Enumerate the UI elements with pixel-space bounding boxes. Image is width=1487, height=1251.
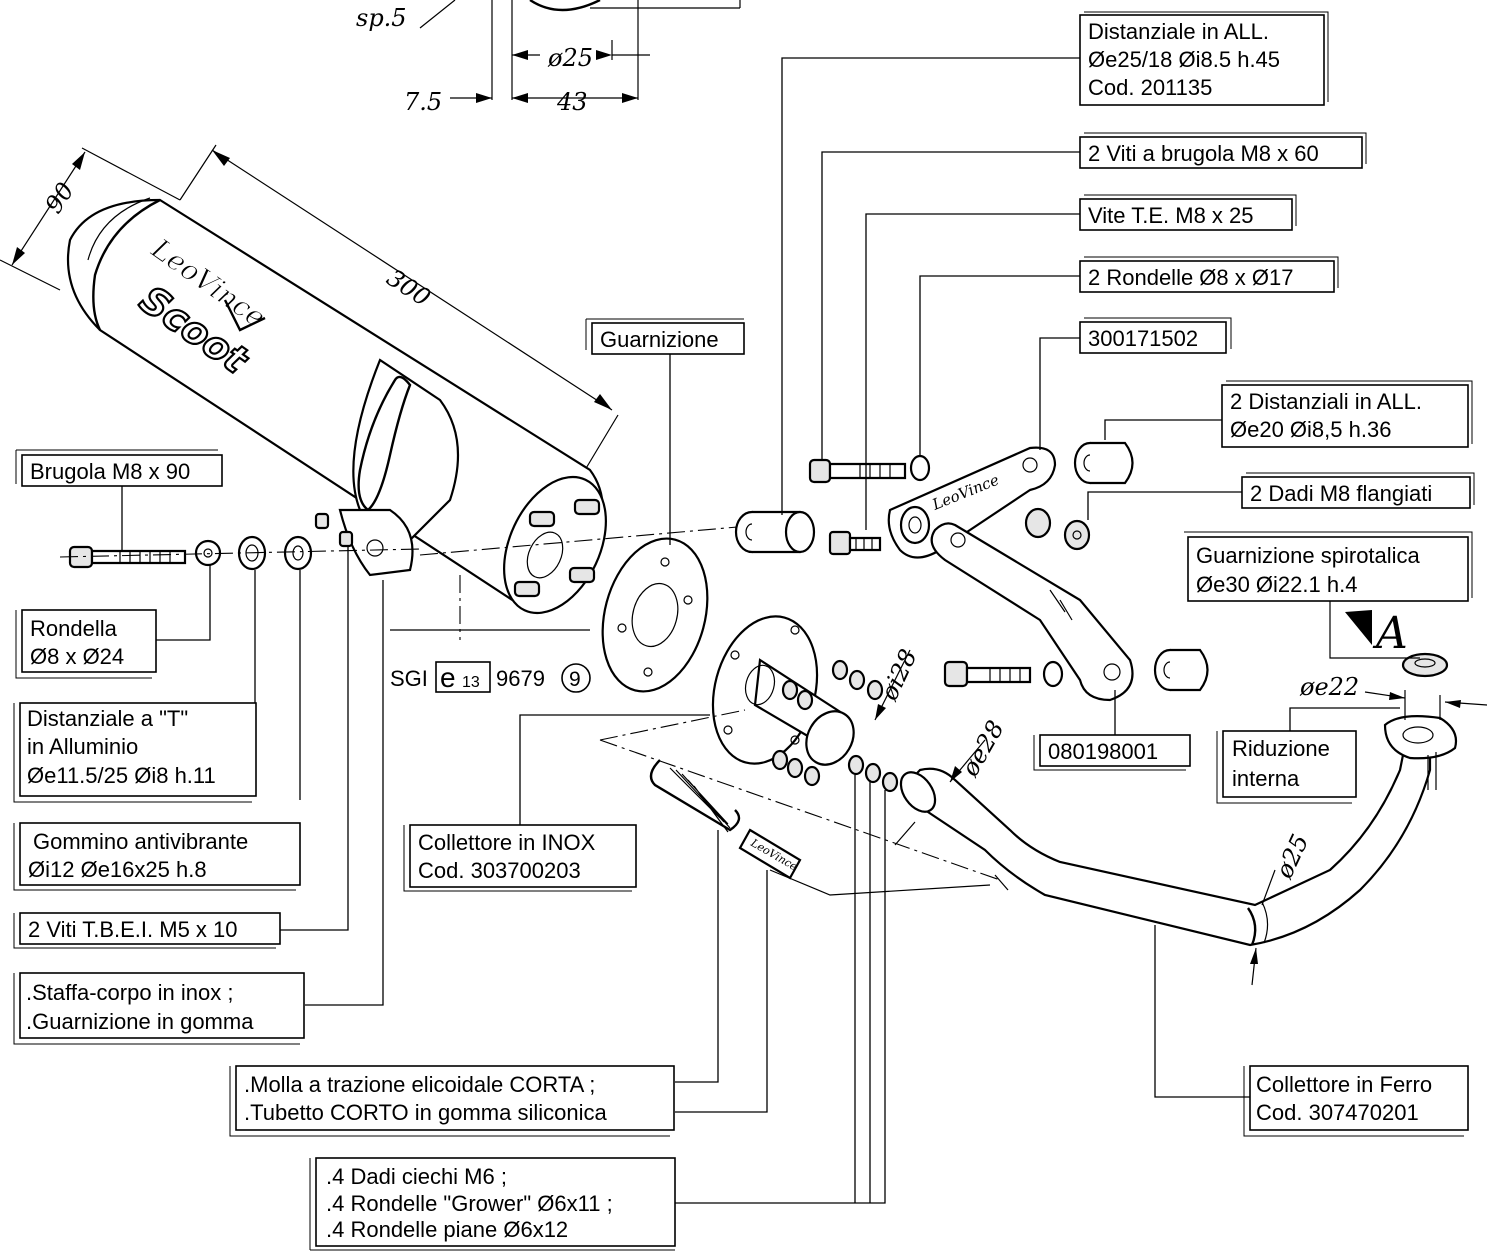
svg-text:Guarnizione spirotalica: Guarnizione spirotalica <box>1196 543 1421 568</box>
svg-text:interna: interna <box>1232 766 1300 791</box>
center-hardware <box>734 454 931 556</box>
svg-text:.Tubetto CORTO in gomma silico: .Tubetto CORTO in gomma siliconica <box>244 1100 607 1125</box>
svg-text:080198001: 080198001 <box>1048 739 1158 764</box>
label-dadi-ciechi: .4 Dadi ciechi M6 ; .4 Rondelle "Grower"… <box>309 1157 676 1251</box>
svg-text:.Staffa-corpo in inox ;: .Staffa-corpo in inox ; <box>26 980 234 1005</box>
svg-text:Ø8 x Ø24: Ø8 x Ø24 <box>30 644 124 669</box>
homologation-circled: 9 <box>569 668 581 691</box>
top-detail-drawing: sp.5 ø25 7.5 43 <box>356 0 741 116</box>
support-bracket: LeoVince <box>887 441 1209 702</box>
left-fasteners <box>59 512 421 571</box>
label-gommino: Gommino antivibrante Øi12 Øe16x25 h.8 <box>13 822 301 891</box>
svg-text:Brugola M8 x 90: Brugola M8 x 90 <box>30 459 190 484</box>
label-riduzione: Riduzione interna <box>1216 730 1357 804</box>
svg-text:Guarnizione: Guarnizione <box>600 327 719 352</box>
svg-text:in Alluminio: in Alluminio <box>27 734 138 759</box>
svg-text:Riduzione: Riduzione <box>1232 736 1330 761</box>
label-dadi-flangiati: 2 Dadi M8 flangiati <box>1241 472 1475 509</box>
label-guarnizione-spirotalica: Guarnizione spirotalica Øe30 Øi22.1 h.4 <box>1184 531 1473 602</box>
label-brugola-m8x90: Brugola M8 x 90 <box>15 449 223 487</box>
label-viti-brugola: 2 Viti a brugola M8 x 60 <box>1079 132 1367 169</box>
homologation-number: 9679 <box>496 666 545 691</box>
svg-text:.4 Rondelle "Grower" Ø6x11 ;: .4 Rondelle "Grower" Ø6x11 ; <box>326 1191 613 1216</box>
dim-7-5: 7.5 <box>404 88 442 116</box>
svg-text:Cod. 307470201: Cod. 307470201 <box>1256 1100 1419 1125</box>
svg-text:300171502: 300171502 <box>1088 326 1198 351</box>
svg-text:Gommino antivibrante: Gommino antivibrante <box>33 829 248 854</box>
homologation-prefix: SGI <box>390 666 428 691</box>
label-code-080198001: 080198001 <box>1033 734 1191 771</box>
svg-text:Øe25/18 Øi8.5 h.45: Øe25/18 Øi8.5 h.45 <box>1088 47 1280 72</box>
svg-text:Distanziale in ALL.: Distanziale in ALL. <box>1088 19 1269 44</box>
label-distanziale-t: Distanziale a "T" in Alluminio Øe11.5/25… <box>13 702 257 803</box>
inox-collector <box>599 615 1001 881</box>
iron-collector-pipe <box>899 652 1458 947</box>
view-a-marker: A <box>1329 600 1420 659</box>
gasket <box>601 537 709 693</box>
homologation-mark: SGI e 13 9679 9 <box>390 661 591 693</box>
svg-text:Øi12 Øe16x25 h.8: Øi12 Øe16x25 h.8 <box>28 857 207 882</box>
label-viti-tbei: 2 Viti T.B.E.I. M5 x 10 <box>13 912 281 949</box>
svg-text:Distanziale a "T": Distanziale a "T" <box>27 706 188 731</box>
svg-text:Øe20 Øi8,5 h.36: Øe20 Øi8,5 h.36 <box>1230 417 1391 442</box>
label-distanziali-all: 2 Distanziali in ALL. Øe20 Øi8,5 h.36 <box>1221 380 1473 448</box>
svg-text:.4 Dadi ciechi M6 ;: .4 Dadi ciechi M6 ; <box>326 1164 507 1189</box>
svg-text:Collettore in INOX: Collettore in INOX <box>418 830 596 855</box>
svg-text:Cod. 201135: Cod. 201135 <box>1088 75 1212 100</box>
label-staffa-corpo: .Staffa-corpo in inox ; .Guarnizione in … <box>13 972 305 1045</box>
svg-text:Øe30 Øi22.1 h.4: Øe30 Øi22.1 h.4 <box>1196 572 1357 597</box>
dim-outer-28: øe28 <box>955 716 1009 782</box>
svg-text:2 Viti a brugola M8 x 60: 2 Viti a brugola M8 x 60 <box>1088 141 1319 166</box>
spring-and-sleeve: LeoVince <box>649 759 991 896</box>
label-collettore-inox: Collettore in INOX Cod. 303700203 <box>403 824 637 892</box>
svg-text:Øe11.5/25 Øi8 h.11: Øe11.5/25 Øi8 h.11 <box>27 763 216 788</box>
svg-text:Vite T.E. M8 x 25: Vite T.E. M8 x 25 <box>1088 203 1254 228</box>
dim-length-300: 300 <box>382 264 436 312</box>
svg-text:.4 Rondelle piane Ø6x12: .4 Rondelle piane Ø6x12 <box>326 1217 568 1242</box>
dim-outer-22: øe22 <box>1299 673 1359 701</box>
svg-text:Cod. 303700203: Cod. 303700203 <box>418 858 581 883</box>
homologation-e-sub: 13 <box>462 674 480 691</box>
label-distanziale-all: Distanziale in ALL. Øe25/18 Øi8.5 h.45 C… <box>1079 11 1329 106</box>
leader-lines <box>121 57 1400 1204</box>
label-rondelle-8x17: 2 Rondelle Ø8 x Ø17 <box>1079 256 1339 293</box>
label-guarnizione: Guarnizione <box>585 318 745 355</box>
svg-text:Rondella: Rondella <box>30 616 118 641</box>
view-a-letter: A <box>1372 608 1408 659</box>
svg-text:2 Rondelle Ø8 x Ø17: 2 Rondelle Ø8 x Ø17 <box>1088 265 1293 290</box>
label-molla: .Molla a trazione elicoidale CORTA ; .Tu… <box>229 1065 675 1137</box>
svg-text:2 Dadi M8 flangiati: 2 Dadi M8 flangiati <box>1250 481 1432 506</box>
dim-43: 43 <box>556 88 588 116</box>
label-collettore-ferro: Collettore in Ferro Cod. 307470201 <box>1243 1065 1469 1137</box>
label-code-300171502: 300171502 <box>1079 317 1232 354</box>
label-vite-te: Vite T.E. M8 x 25 <box>1079 194 1297 231</box>
svg-text:2 Distanziali in ALL.: 2 Distanziali in ALL. <box>1230 389 1422 414</box>
svg-text:Collettore in Ferro: Collettore in Ferro <box>1256 1072 1432 1097</box>
homologation-e-mark: e <box>440 662 456 693</box>
svg-text:.Guarnizione in gomma: .Guarnizione in gomma <box>26 1009 254 1034</box>
label-rondella: Rondella Ø8 x Ø24 <box>15 609 157 679</box>
dim-diameter-25-top: ø25 <box>547 44 593 72</box>
svg-text:2 Viti T.B.E.I. M5 x 10: 2 Viti T.B.E.I. M5 x 10 <box>28 917 238 942</box>
svg-text:.Molla a trazione elicoidale C: .Molla a trazione elicoidale CORTA ; <box>244 1072 595 1097</box>
dim-inner-28: øi28 <box>875 645 923 705</box>
dim-thickness: sp.5 <box>356 4 407 32</box>
dim-pipe-25: ø25 <box>1270 830 1315 884</box>
